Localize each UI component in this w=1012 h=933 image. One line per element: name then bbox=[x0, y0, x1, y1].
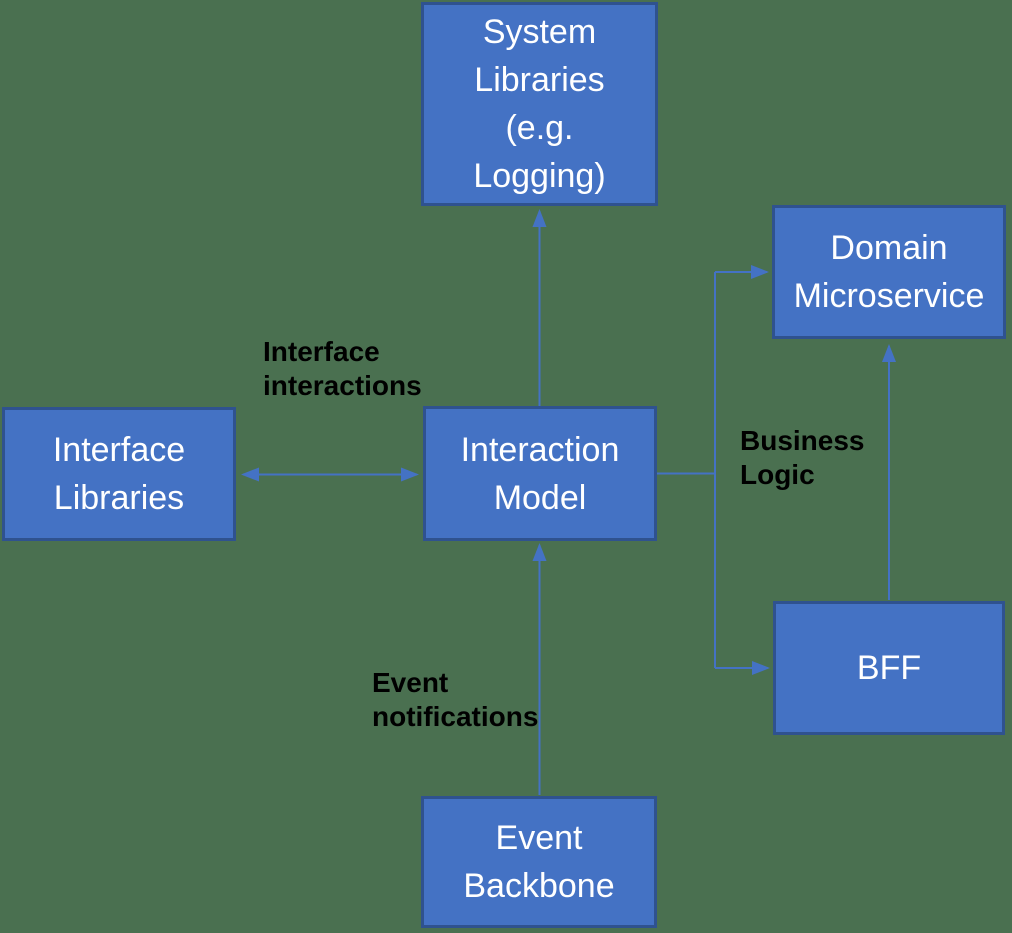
edge-label-business-logic: Business Logic bbox=[740, 425, 865, 490]
node-bff: BFF bbox=[773, 601, 1005, 735]
node-event-backbone: Event Backbone bbox=[421, 796, 657, 928]
node-interface-libraries: Interface Libraries bbox=[2, 407, 236, 541]
node-interaction-model-label: Interaction Model bbox=[460, 430, 620, 517]
node-event-backbone-label: Event Backbone bbox=[463, 819, 615, 905]
edge-label-event-notifications: Event notifications bbox=[372, 667, 539, 732]
node-system-libraries-label: System Libraries (e.g. Logging) bbox=[473, 13, 606, 195]
node-domain-microservice: Domain Microservice bbox=[772, 205, 1006, 339]
edge-label-interface-interactions: Interface interactions bbox=[263, 336, 422, 401]
node-bff-label: BFF bbox=[856, 649, 922, 687]
node-interaction-model: Interaction Model bbox=[423, 406, 657, 541]
node-domain-microservice-label: Domain Microservice bbox=[793, 229, 985, 315]
node-system-libraries: System Libraries (e.g. Logging) bbox=[421, 2, 658, 206]
node-interface-libraries-label: Interface Libraries bbox=[52, 431, 186, 517]
